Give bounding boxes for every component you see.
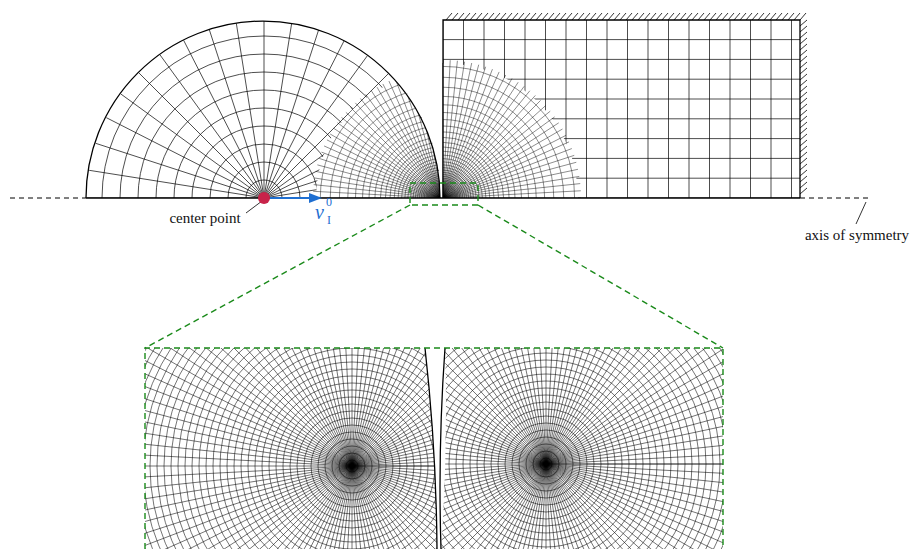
axis-label: axis of symmetry xyxy=(805,228,909,243)
velocity-symbol: v xyxy=(315,202,324,222)
velocity-superscript: 0 xyxy=(326,196,332,208)
point-label: center point xyxy=(169,211,240,226)
velocity-subscript: I xyxy=(327,214,331,226)
